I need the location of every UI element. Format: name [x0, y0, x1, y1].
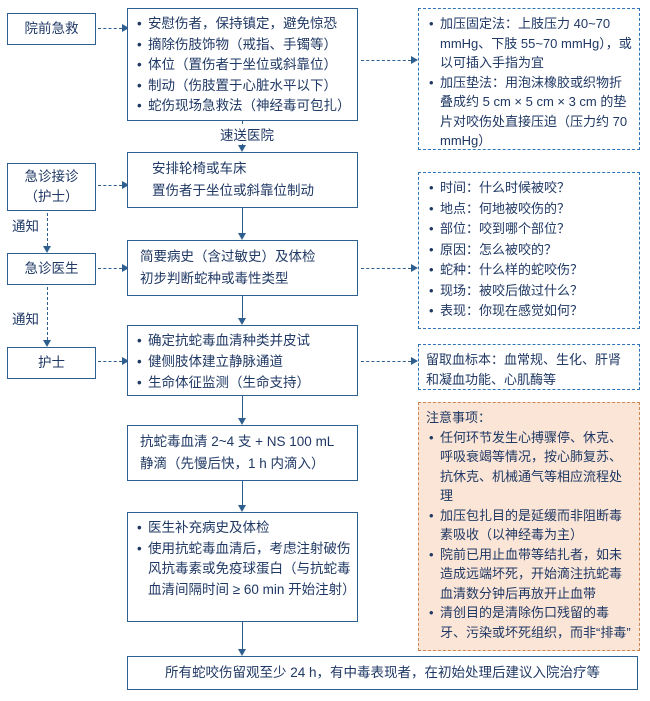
arrow-doctor-supplement-to-observation [238, 622, 247, 656]
list-item-text: 加压固定法：上肢压力 40~70 mmHg、下肢 55~70 mmHg），或以可… [440, 16, 632, 70]
arrow-doctor-to-history [98, 264, 129, 273]
box-arrange-wheelchair: 安排轮椅或车床 置伤者于坐位或斜靠位制动 [127, 152, 358, 208]
list-item-text: 院前已用止血带等结扎者，如未造成远端坏死，开始滴注抗蛇毒血清数分钟后再放开止血带 [440, 546, 623, 601]
list-item: 加压垫法：用泡沫橡胶或织物折叠成约 5 cm × 5 cm × 3 cm 的垫片… [426, 73, 632, 151]
box-antivenom-preparation: 确定抗蛇毒血清种类并皮试 健侧肢体建立静脉通道 生命体征监测（生命支持） [127, 325, 358, 396]
box-text-line2: 静滴（先慢后快，1 h 内滴入） [140, 456, 325, 471]
list-item: 加压固定法：上肢压力 40~70 mmHg、下肢 55~70 mmHg），或以可… [426, 14, 632, 73]
list-item: 摘除伤肢饰物（戒指、手镯等） [134, 35, 351, 56]
list-item-text: 安慰伤者，保持镇定，避免惊恐 [148, 16, 337, 31]
box-label: 急诊医生 [24, 261, 79, 276]
box-text-line1: 简要病史（含过敏史）及体检 [140, 249, 316, 264]
note-history-questions: 时间：什么时候被咬？ 地点：何地被咬伤的？ 部位：咬到哪个部位？ 原因：怎么被咬… [418, 172, 640, 329]
list-item-text: 加压包扎目的是延缓而非阻断毒素吸收（以神经毒为主） [440, 507, 623, 543]
arrow-prepare-to-antivenom [238, 396, 247, 425]
list-item: 确定抗蛇毒血清种类并皮试 [134, 330, 351, 351]
list-item: 部位：咬到哪个部位？ [426, 219, 632, 240]
list-item: 健侧肢体建立静脉通道 [134, 351, 351, 372]
note-text: 留取血标本：血常规、生化、肝肾和凝血功能、心肌酶等 [426, 352, 622, 387]
note-blood-samples: 留取血标本：血常规、生化、肝肾和凝血功能、心肌酶等 [418, 344, 640, 390]
arrow-history-to-questions [361, 264, 418, 273]
note-pressure-methods: 加压固定法：上肢压力 40~70 mmHg、下肢 55~70 mmHg），或以可… [418, 8, 640, 150]
arrow-doctor-to-nurse [43, 287, 52, 347]
list-item-text: 现场：被咬后做过什么？ [440, 282, 584, 298]
list-item: 院前已用止血带等结扎者，如未造成远端坏死，开始滴注抗蛇毒血清数分钟后再放开止血带 [426, 545, 632, 604]
box-antivenom-infusion: 抗蛇毒血清 2~4 支 + NS 100 mL 静滴（先慢后快，1 h 内滴入） [127, 425, 358, 481]
arrow-antivenom-to-doctor-supplement [238, 481, 247, 512]
list-item-text: 确定抗蛇毒血清种类并皮试 [148, 333, 310, 348]
list-item: 安慰伤者，保持镇定，避免惊恐 [134, 14, 351, 35]
transport-label: 速送医院 [217, 124, 277, 144]
list-item-text: 时间：什么时候被咬？ [440, 180, 571, 195]
list-item: 清创目的是清除伤口残留的毒牙、污染或坏死组织，而非“排毒” [426, 603, 632, 642]
list-item-text: 蛇种：什么样的蛇咬伤？ [440, 262, 584, 277]
box-label-line1: 急诊接诊 [24, 169, 79, 184]
arrow-prehospital-to-firstaid [98, 24, 129, 33]
list-item: 地点：何地被咬伤的？ [426, 199, 632, 220]
arrow-arrange-to-history [238, 208, 247, 240]
list-item-text: 生命体征监测（生命支持） [148, 375, 310, 390]
box-label: 院前急救 [24, 21, 79, 36]
list-item-text: 使用抗蛇毒血清后，考虑注射破伤风抗毒素或免疫球蛋白（与抗蛇毒血清间隔时间 ≥ 6… [148, 540, 356, 597]
box-text-line1: 安排轮椅或车床 [152, 161, 247, 176]
list-item-text: 体位（置伤者于坐位或斜靠位） [148, 57, 337, 72]
note-cautions: 注意事项： 任何环节发生心搏骤停、休克、呼吸衰竭等情况，按心肺复苏、抗休克、机械… [418, 402, 640, 651]
box-doctor-supplement: 医生补充病史及体检 使用抗蛇毒血清后，考虑注射破伤风抗毒素或免疫球蛋白（与抗蛇毒… [127, 512, 358, 622]
list-item-text: 制动（伤肢置于心脏水平以下） [148, 77, 337, 93]
list-item: 蛇伤现场急救法（神经毒可包扎） [134, 96, 351, 117]
box-onsite-firstaid: 安慰伤者，保持镇定，避免惊恐 摘除伤肢饰物（戒指、手镯等） 体位（置伤者于坐位或… [127, 8, 358, 121]
list-item-text: 原因：怎么被咬的？ [440, 241, 558, 257]
list-item: 生命体征监测（生命支持） [134, 372, 351, 393]
box-text-line1: 抗蛇毒血清 2~4 支 + NS 100 mL [140, 434, 335, 449]
arrow-reception-to-doctor [43, 213, 52, 253]
list-item: 任何环节发生心搏骤停、休克、呼吸衰竭等情况，按心肺复苏、抗休克、机械通气等相应流… [426, 428, 632, 506]
box-observation: 所有蛇咬伤留观至少 24 h，有中毒表现者，在初始处理后建议入院治疗等 [127, 656, 638, 690]
list-item-text: 摘除伤肢饰物（戒指、手镯等） [148, 36, 337, 52]
box-label: 护士 [38, 355, 65, 370]
box-er-reception-nurse: 急诊接诊 （护士） [7, 163, 96, 211]
box-nurse: 护士 [7, 347, 96, 379]
notify-label-2: 通知 [12, 312, 39, 327]
list-item: 加压包扎目的是延缓而非阻断毒素吸收（以神经毒为主） [426, 506, 632, 545]
list-item-text: 地点：何地被咬伤的？ [440, 200, 571, 216]
list-item: 医生补充病史及体检 [134, 518, 351, 539]
list-item: 使用抗蛇毒血清后，考虑注射破伤风抗毒素或免疫球蛋白（与抗蛇毒血清间隔时间 ≥ 6… [134, 539, 356, 601]
list-item: 原因：怎么被咬的？ [426, 240, 632, 261]
list-item-text: 清创目的是清除伤口残留的毒牙、污染或坏死组织，而非“排毒” [440, 605, 631, 640]
list-item-text: 任何环节发生心搏骤停、休克、呼吸衰竭等情况，按心肺复苏、抗休克、机械通气等相应流… [440, 429, 623, 504]
box-brief-history: 简要病史（含过敏史）及体检 初步判断蛇种或毒性类型 [127, 240, 358, 296]
list-item-text: 部位：咬到哪个部位？ [440, 221, 571, 236]
box-prehospital-firstaid: 院前急救 [7, 13, 96, 45]
list-item-text: 加压垫法：用泡沫橡胶或织物折叠成约 5 cm × 5 cm × 3 cm 的垫片… [440, 74, 628, 149]
list-item: 蛇种：什么样的蛇咬伤？ [426, 260, 632, 281]
arrow-prepare-to-blood [361, 357, 418, 366]
arrow-firstaid-to-pressure-note [361, 56, 418, 65]
list-item-text: 健侧肢体建立静脉通道 [148, 354, 283, 369]
box-text-line2: 初步判断蛇种或毒性类型 [140, 271, 289, 286]
box-label-line2: （护士） [24, 189, 79, 204]
note-cautions-title: 注意事项： [426, 410, 492, 425]
arrow-reception-to-arrange [98, 181, 129, 190]
arrow-history-to-prepare [238, 296, 247, 325]
list-item: 体位（置伤者于坐位或斜靠位） [134, 55, 351, 76]
box-text-line2: 置伤者于坐位或斜靠位制动 [152, 183, 314, 198]
list-item: 时间：什么时候被咬？ [426, 178, 632, 199]
box-text: 所有蛇咬伤留观至少 24 h，有中毒表现者，在初始处理后建议入院治疗等 [164, 665, 601, 680]
list-item-text: 蛇伤现场急救法（神经毒可包扎） [148, 98, 351, 113]
list-item: 制动（伤肢置于心脏水平以下） [134, 76, 351, 97]
notify-label-1: 通知 [12, 219, 39, 234]
list-item-text: 表现：你现在感觉如何？ [440, 303, 584, 318]
arrow-nurse-to-prepare [98, 357, 129, 366]
list-item-text: 医生补充病史及体检 [148, 520, 270, 535]
list-item: 表现：你现在感觉如何？ [426, 301, 632, 322]
box-er-doctor: 急诊医生 [7, 253, 96, 285]
list-item: 现场：被咬后做过什么？ [426, 281, 632, 302]
